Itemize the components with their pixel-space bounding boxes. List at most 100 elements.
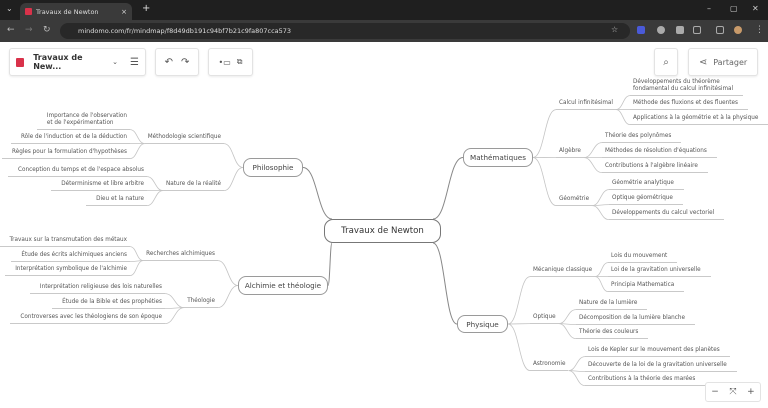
side-panel-icon[interactable] (716, 26, 724, 34)
leaf-topic[interactable]: Étude des écrits alchimiques anciens (11, 250, 130, 262)
url-input[interactable]: mindomo.com/fr/mindmap/f8d49db191c94bf7b… (60, 23, 630, 39)
leaf-topic[interactable]: Rôle de l'induction et de la déduction (10, 132, 130, 144)
subtopic[interactable]: Mécanique classique (530, 265, 596, 277)
leaf-topic[interactable]: Controverses avec les théologiens de son… (10, 312, 165, 324)
leaf-topic[interactable]: Importance de l'observation et de l'expé… (36, 111, 130, 130)
extension-icon[interactable] (637, 26, 645, 34)
reload-icon[interactable]: ↻ (43, 25, 51, 35)
hamburger-menu-icon[interactable]: ☰ (130, 56, 139, 68)
forward-icon[interactable]: → (25, 25, 33, 35)
leaf-topic[interactable]: Méthodes de résolution d'équations (602, 146, 717, 158)
connector-line (146, 190, 164, 206)
connector-line (595, 262, 609, 277)
new-tab-icon[interactable]: + (142, 3, 151, 14)
leaf-topic[interactable]: Optique géométrique (609, 193, 683, 205)
leaf-topic[interactable]: Dieu et la nature (86, 194, 147, 206)
subtopic[interactable]: Théologie (184, 296, 218, 308)
fit-to-screen-icon[interactable]: ⤧ (729, 387, 737, 397)
connector-line (164, 293, 185, 308)
subtopic[interactable]: Astronomie (530, 359, 569, 371)
leaf-topic[interactable]: Nature de la lumière (576, 298, 648, 310)
leaf-topic[interactable]: Principia Mathematica (608, 280, 685, 292)
undo-icon[interactable]: ↶ (164, 56, 173, 68)
connector-line (592, 205, 610, 220)
add-topic-icon[interactable]: •▭ (218, 57, 231, 67)
zoom-controls: − ⤧ + (705, 382, 761, 402)
leaf-topic[interactable]: Étude de la Bible et des prophéties (52, 297, 165, 309)
leaf-topic[interactable]: Applications à la géométrie et à la phys… (630, 113, 768, 125)
connector-line (146, 176, 164, 191)
subtopic[interactable]: Méthodologie scientifique (144, 132, 224, 144)
menu-dots-icon[interactable]: ⋮ (755, 25, 764, 35)
extension-icon[interactable] (676, 26, 684, 34)
subtopic[interactable]: Géométrie (556, 194, 593, 206)
leaf-topic[interactable]: Théorie des couleurs (576, 327, 649, 339)
close-window-icon[interactable]: ✕ (752, 4, 759, 13)
share-icon: ⋖ (698, 56, 708, 68)
connector-line (302, 167, 333, 220)
subtopic[interactable]: Nature de la réalité (163, 179, 224, 191)
profile-avatar[interactable] (734, 26, 742, 34)
subtopic[interactable]: Calcul infinitésimal (556, 98, 616, 110)
leaf-topic[interactable]: Géométrie analytique (609, 178, 684, 190)
connector-line (558, 323, 577, 325)
subtopic[interactable]: Recherches alchimiques (143, 249, 218, 261)
connector-line (129, 246, 144, 261)
subtopic[interactable]: Algèbre (556, 146, 584, 158)
connector-line (129, 260, 144, 262)
tab-list-icon[interactable]: ⌄ (6, 4, 13, 13)
address-bar-row: ← → ↻ mindomo.com/fr/mindmap/f8d49db191c… (0, 20, 768, 42)
document-panel: Travaux de New... ⌄ ☰ (9, 48, 146, 76)
leaf-topic[interactable]: Interprétation religieuse des lois natur… (29, 282, 165, 294)
topic-alchimie-theologie[interactable]: Alchimie et théologie (238, 276, 328, 295)
connector-line (615, 109, 631, 125)
browser-tab-bar: ⌄ Travaux de Newton × + – ▢ ✕ (0, 0, 768, 20)
connector-line (164, 307, 185, 309)
topic-physique[interactable]: Physique (457, 315, 508, 333)
connector-line (507, 276, 531, 325)
close-tab-icon[interactable]: × (121, 7, 127, 16)
connector-line (595, 276, 609, 292)
leaf-topic[interactable]: Lois de Kepler sur le mouvement des plan… (585, 345, 730, 357)
leaf-topic[interactable]: Développements du théorème fondamental d… (630, 77, 744, 96)
back-icon[interactable]: ← (7, 25, 15, 35)
leaf-topic[interactable]: Loi de la gravitation universelle (608, 265, 711, 277)
leaf-topic[interactable]: Théorie des polynômes (602, 131, 682, 143)
connector-line (223, 143, 244, 168)
browser-tab[interactable]: Travaux de Newton × (20, 3, 132, 20)
leaf-topic[interactable]: Conception du temps et de l'espace absol… (8, 165, 147, 177)
zoom-in-button[interactable]: + (747, 387, 755, 397)
connector-line (432, 242, 458, 325)
minimize-icon[interactable]: – (707, 4, 711, 13)
leaf-topic[interactable]: Règles pour la formulation d'hypothèses (2, 147, 130, 159)
bookmark-star-icon[interactable]: ☆ (611, 25, 619, 34)
leaf-topic[interactable]: Décomposition de la lumière blanche (576, 313, 695, 325)
leaf-topic[interactable]: Lois du mouvement (608, 251, 678, 263)
leaf-topic[interactable]: Travaux sur la transmutation des métaux (0, 235, 130, 247)
leaf-topic[interactable]: Contributions à l'algèbre linéaire (602, 161, 708, 173)
subtopic[interactable]: Optique (530, 312, 559, 324)
zoom-out-button[interactable]: − (711, 387, 719, 397)
document-title[interactable]: Travaux de New... (33, 53, 83, 71)
leaf-topic[interactable]: Découverte de la loi de la gravitation u… (585, 360, 737, 372)
connector-line (558, 323, 577, 339)
leaf-topic[interactable]: Contributions à la théorie des marées (585, 374, 706, 386)
mindomo-favicon (25, 8, 32, 15)
redo-icon[interactable]: ↷ (181, 56, 190, 68)
chevron-down-icon[interactable]: ⌄ (112, 58, 119, 66)
leaf-topic[interactable]: Déterminisme et libre arbitre (51, 179, 147, 191)
extension-icon[interactable] (657, 26, 665, 34)
leaf-topic[interactable]: Développements du calcul vectoriel (609, 208, 725, 220)
leaf-topic[interactable]: Méthode des fluxions et des fluentes (630, 98, 748, 110)
leaf-topic[interactable]: Interprétation symbolique de l'alchimie (5, 264, 130, 276)
search-button[interactable]: ⌕ (654, 48, 678, 76)
share-button[interactable]: ⋖ Partager (688, 48, 758, 76)
connector-line (507, 323, 531, 371)
connector-line (129, 260, 144, 276)
central-topic[interactable]: Travaux de Newton (324, 219, 441, 243)
topic-philosophie[interactable]: Philosophie (243, 158, 303, 177)
add-subtopic-icon[interactable]: ⧉ (236, 57, 243, 66)
topic-mathematiques[interactable]: Mathématiques (463, 148, 533, 167)
restore-icon[interactable]: ▢ (730, 4, 738, 13)
extensions-puzzle-icon[interactable] (693, 26, 701, 34)
